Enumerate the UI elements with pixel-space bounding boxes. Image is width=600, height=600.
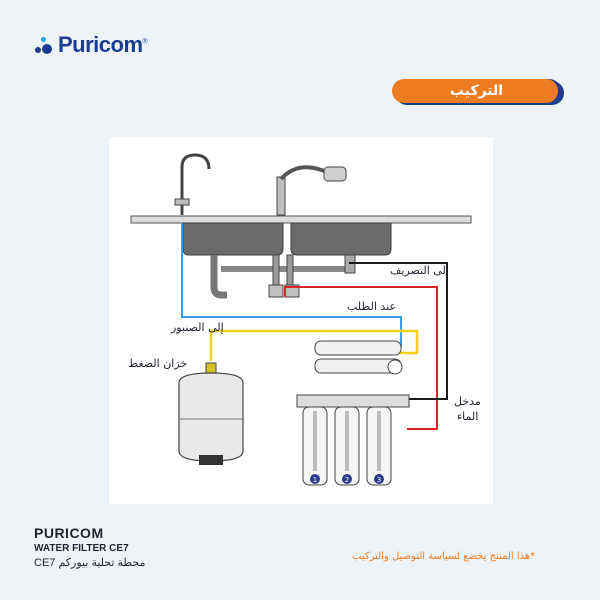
- filter-number-1: 1: [313, 476, 317, 484]
- countertop: [130, 215, 472, 224]
- ro-faucet: [180, 153, 211, 215]
- label-water-inlet-2: الماء: [457, 410, 479, 423]
- tank-line: [209, 329, 419, 361]
- label-to-faucet: إلى الصنبور: [171, 321, 224, 334]
- installation-diagram-svg: 1 2 3: [130, 153, 472, 486]
- installation-diagram: 1 2 3 إلى التصريف عند الطلب إلى الصنبور …: [109, 137, 493, 504]
- filter-number-3: 3: [377, 476, 381, 484]
- puricom-logo: Puricom®: [34, 32, 148, 58]
- delivery-policy-footnote: *هذا المنتج يخضع لسياسة التوصيل والتركيب: [352, 551, 536, 562]
- tank-valve: [205, 362, 217, 374]
- ro-faucet-handle: [174, 198, 190, 206]
- filter-badge-3: [374, 474, 384, 484]
- membrane-housing-top: [314, 340, 402, 356]
- label-water-inlet-1: مدخل: [454, 395, 481, 408]
- footer-product-info: PURICOM WATER FILTER CE7 محطة تحلية بيور…: [34, 525, 145, 569]
- section-tab-label: التركيب: [449, 83, 504, 99]
- logo-mark-icon: [34, 35, 54, 55]
- pressure-gauge: [387, 359, 403, 375]
- footer-brand: PURICOM: [34, 525, 104, 541]
- filter-badge-2: [342, 474, 352, 484]
- footer-model: WATER FILTER CE7: [34, 543, 129, 554]
- label-pressure-tank: خزان الضغط: [128, 357, 188, 370]
- logo-text: Puricom: [58, 32, 143, 57]
- footer-model-arabic: محطة تحلية بيوركم CE7: [34, 557, 146, 569]
- mounting-bracket: [296, 394, 410, 408]
- main-faucet-spout: [279, 165, 330, 181]
- label-on-demand: عند الطلب: [347, 300, 397, 313]
- drain-line: [349, 262, 448, 400]
- main-faucet-head: [323, 166, 347, 182]
- registered-mark: ®: [142, 38, 148, 46]
- tank-stand: [199, 455, 223, 465]
- pressure-tank: [178, 372, 244, 462]
- main-faucet-body: [276, 176, 286, 216]
- sink-basin-right: [290, 222, 392, 256]
- filter-number-2: 2: [345, 476, 349, 484]
- angle-valve-left: [268, 284, 284, 298]
- label-drain: إلى التصريف: [390, 264, 449, 277]
- section-tab-installation: التركيب: [392, 79, 561, 103]
- inlet-line: [284, 286, 438, 430]
- filter-badge-1: [310, 474, 320, 484]
- drain-trap: [210, 255, 227, 299]
- sink-basin-left: [182, 222, 284, 256]
